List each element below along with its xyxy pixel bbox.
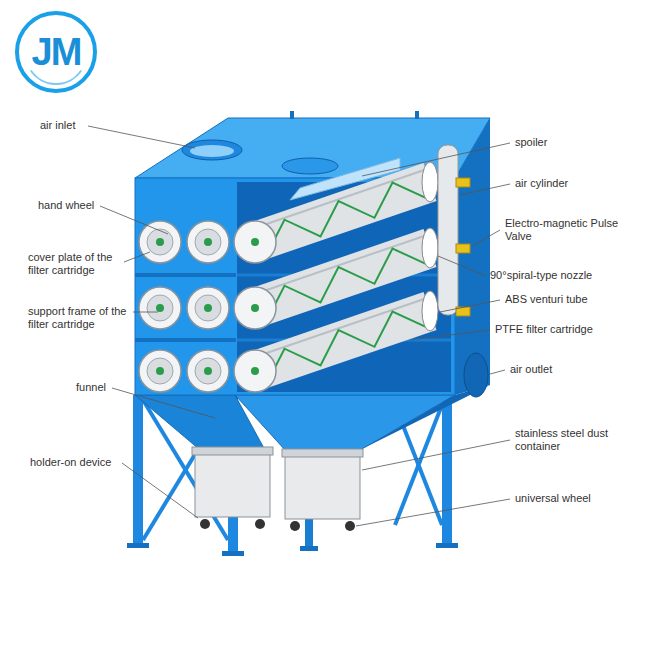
dust-container	[195, 452, 270, 517]
cover-plates	[139, 221, 229, 392]
part-label: air outlet	[510, 363, 552, 376]
logo-text: JM	[32, 33, 81, 71]
lifting-lug	[290, 111, 294, 119]
part-label: Electro-magnetic Pulse Valve	[505, 217, 620, 243]
leader-line	[410, 330, 490, 340]
cartridge-end	[234, 221, 276, 263]
part-label: ABS venturi tube	[505, 293, 588, 306]
cover-plate-inner	[147, 229, 173, 255]
leader-line	[100, 206, 168, 234]
leader-line	[362, 440, 510, 470]
hand-wheel	[156, 367, 164, 375]
caster-wheel	[255, 519, 265, 529]
leader-line	[124, 252, 150, 262]
hand-wheel	[204, 367, 212, 375]
leader-line	[88, 126, 195, 148]
cartridge-end	[234, 287, 276, 329]
outlet-opening	[464, 353, 488, 397]
lifting-lug	[415, 111, 419, 119]
leader-line	[472, 230, 500, 246]
cartridge-body	[255, 182, 430, 242]
leg-foot	[127, 543, 149, 548]
part-label: PTFE filter cartridge	[495, 323, 593, 336]
caster-wheel	[290, 521, 300, 531]
part-label: air inlet	[40, 119, 75, 132]
hand-wheel	[204, 238, 212, 246]
container-lid	[282, 449, 363, 457]
part-label: 90°spiral-type nozzle	[490, 269, 592, 282]
shelf	[135, 273, 236, 277]
logo-arc	[31, 70, 81, 84]
leader-line	[112, 388, 215, 418]
container-lid	[192, 447, 273, 455]
venturi-tube	[422, 162, 438, 202]
cover-plate	[187, 350, 229, 392]
part-label: spoiler	[515, 136, 547, 149]
cover-plate	[139, 221, 181, 263]
leader-lines	[88, 126, 510, 526]
cartridge-body	[255, 311, 430, 371]
leg-foot	[436, 543, 458, 548]
hand-wheel	[251, 304, 259, 312]
housing-front	[135, 178, 455, 395]
cover-plate	[139, 350, 181, 392]
spoiler-plate	[290, 158, 400, 200]
cover-plate-inner	[147, 295, 173, 321]
pulse-valve	[456, 244, 470, 253]
cover-plate-inner	[195, 295, 221, 321]
cover-plate-inner	[195, 229, 221, 255]
filter-cartridge	[234, 291, 438, 392]
part-label: hand wheel	[38, 199, 94, 212]
leg-foot	[222, 551, 244, 556]
part-label: funnel	[76, 381, 106, 394]
leader-line	[438, 256, 486, 276]
hand-wheel	[204, 304, 212, 312]
shelf	[135, 338, 236, 342]
hand-wheel	[156, 238, 164, 246]
leg-foot	[300, 546, 318, 551]
top-opening	[282, 158, 338, 174]
hopper-funnel	[235, 395, 455, 450]
support-leg	[442, 385, 452, 545]
inlet-opening	[182, 140, 242, 160]
housing-top	[135, 118, 490, 178]
leader-line	[356, 499, 510, 526]
support-frame	[267, 312, 429, 385]
part-label: support frame of the filter cartridge	[28, 305, 133, 331]
air-cylinder	[438, 145, 458, 315]
caster-wheel	[345, 521, 355, 531]
part-label: stainless steel dust container	[515, 427, 615, 453]
cover-plate-inner	[195, 358, 221, 384]
leader-line	[362, 143, 510, 176]
leader-line	[460, 184, 510, 195]
cover-plate	[139, 287, 181, 329]
hand-wheel	[156, 304, 164, 312]
cover-plate-inner	[147, 358, 173, 384]
leader-line	[133, 312, 158, 313]
cartridge-shade	[255, 297, 430, 357]
logo-badge: JM	[14, 10, 98, 94]
leader-line	[490, 370, 505, 374]
cartridge-end	[234, 350, 276, 392]
venturi-tube	[422, 291, 438, 331]
inlet-inner	[190, 145, 234, 157]
part-label: holder-on device	[30, 456, 111, 469]
leader-line	[122, 463, 198, 518]
caster-wheel	[200, 519, 210, 529]
cover-plate	[187, 221, 229, 263]
part-label: cover plate of the filter cartridge	[28, 251, 124, 277]
part-label: universal wheel	[515, 492, 591, 505]
cover-plate	[187, 287, 229, 329]
cartridge-shade	[255, 234, 430, 294]
part-label: air cylinder	[515, 177, 568, 190]
hand-wheel	[251, 367, 259, 375]
venturi-tube	[422, 228, 438, 268]
logo-ring	[17, 13, 95, 91]
dust-container	[285, 454, 360, 519]
support-leg	[133, 395, 143, 545]
hand-wheel	[251, 238, 259, 246]
pulse-valve	[456, 178, 470, 187]
leader-line	[440, 300, 500, 312]
